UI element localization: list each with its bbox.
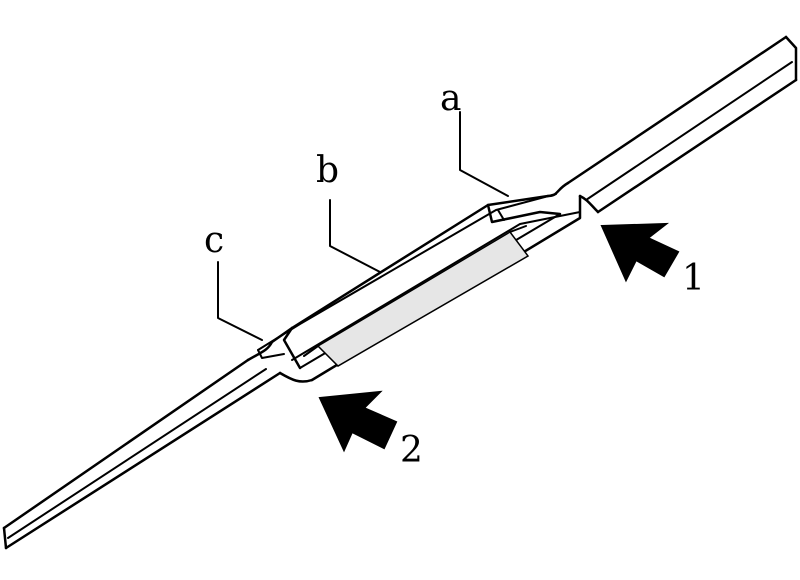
leader-b: b [316,150,381,273]
arrow-1: 1 [600,222,705,299]
step-bends [246,181,600,383]
label-1: 1 [682,258,705,299]
label-b: b [316,150,339,191]
leader-c: c [204,220,263,341]
left-strip [2,358,282,550]
label-c: c [204,220,224,261]
arrow-2: 2 [318,390,423,471]
weld-zone [316,231,530,367]
label-a: a [440,78,461,119]
label-2: 2 [400,430,423,471]
arrow-1-icon [600,222,680,283]
right-strip [566,35,798,214]
leader-a: a [440,78,509,197]
weld-zone-edge [303,225,527,357]
arrow-2-icon [318,390,398,453]
